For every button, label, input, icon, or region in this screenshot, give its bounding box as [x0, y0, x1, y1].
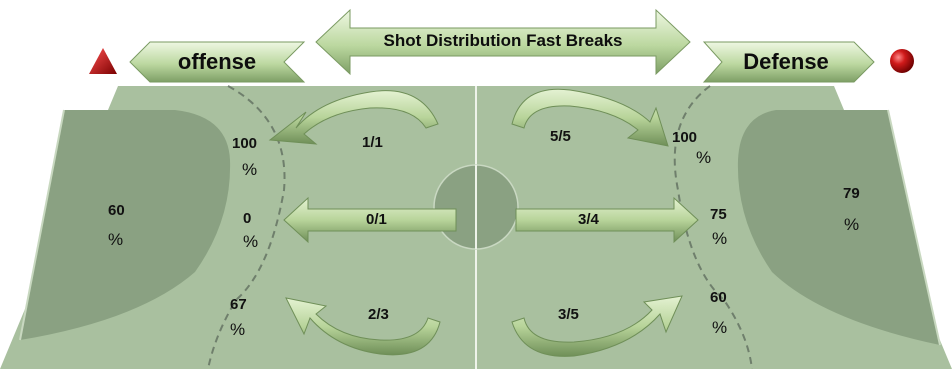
defense-label: Defense	[743, 49, 829, 74]
offense-middle-value: 0	[243, 210, 252, 227]
offense-top-ratio: 1/1	[362, 134, 383, 151]
right-goal-area	[737, 110, 940, 345]
offense-top-arrow	[268, 90, 439, 145]
offense-bottom-ratio: 2/3	[368, 306, 389, 323]
offense-middle-arrow	[283, 196, 457, 244]
diagram-title: Shot Distribution Fast Breaks	[383, 31, 623, 50]
defense-bottom-value: 60	[710, 289, 727, 306]
offense-goal-unit: %	[108, 230, 124, 249]
offense-goal-value: 60	[108, 202, 125, 219]
offense-middle-unit: %	[243, 232, 259, 251]
defense-middle-arrow	[515, 196, 699, 244]
defense-bottom-unit: %	[712, 318, 728, 337]
left-goal-area	[20, 110, 231, 340]
left-dashed-line	[207, 85, 286, 369]
offense-top-unit: %	[242, 160, 258, 179]
defense-goal-value: 79	[843, 185, 860, 202]
defense-top-unit: %	[696, 148, 712, 167]
red-triangle-icon	[89, 48, 117, 74]
defense-goal-unit: %	[844, 215, 860, 234]
defense-bottom-arrow	[511, 295, 683, 357]
right-dashed-line	[673, 85, 753, 369]
defense-middle-value: 75	[710, 206, 727, 223]
defense-top-ratio: 5/5	[550, 128, 571, 145]
offense-bottom-arrow	[285, 297, 441, 356]
offense-bottom-unit: %	[230, 320, 246, 339]
offense-label: offense	[177, 49, 257, 74]
defense-middle-ratio: 3/4	[578, 211, 599, 228]
defense-middle-unit: %	[712, 229, 728, 248]
offense-banner	[129, 41, 306, 83]
red-ball-icon	[890, 49, 914, 73]
defense-banner	[702, 41, 875, 83]
defense-top-value: 100	[672, 129, 698, 146]
defense-bottom-ratio: 3/5	[558, 306, 579, 323]
title-banner	[315, 8, 691, 76]
offense-bottom-value: 67	[230, 296, 247, 313]
defense-top-arrow	[511, 88, 669, 147]
offense-top-value: 100	[232, 135, 258, 152]
offense-middle-ratio: 0/1	[366, 211, 387, 228]
